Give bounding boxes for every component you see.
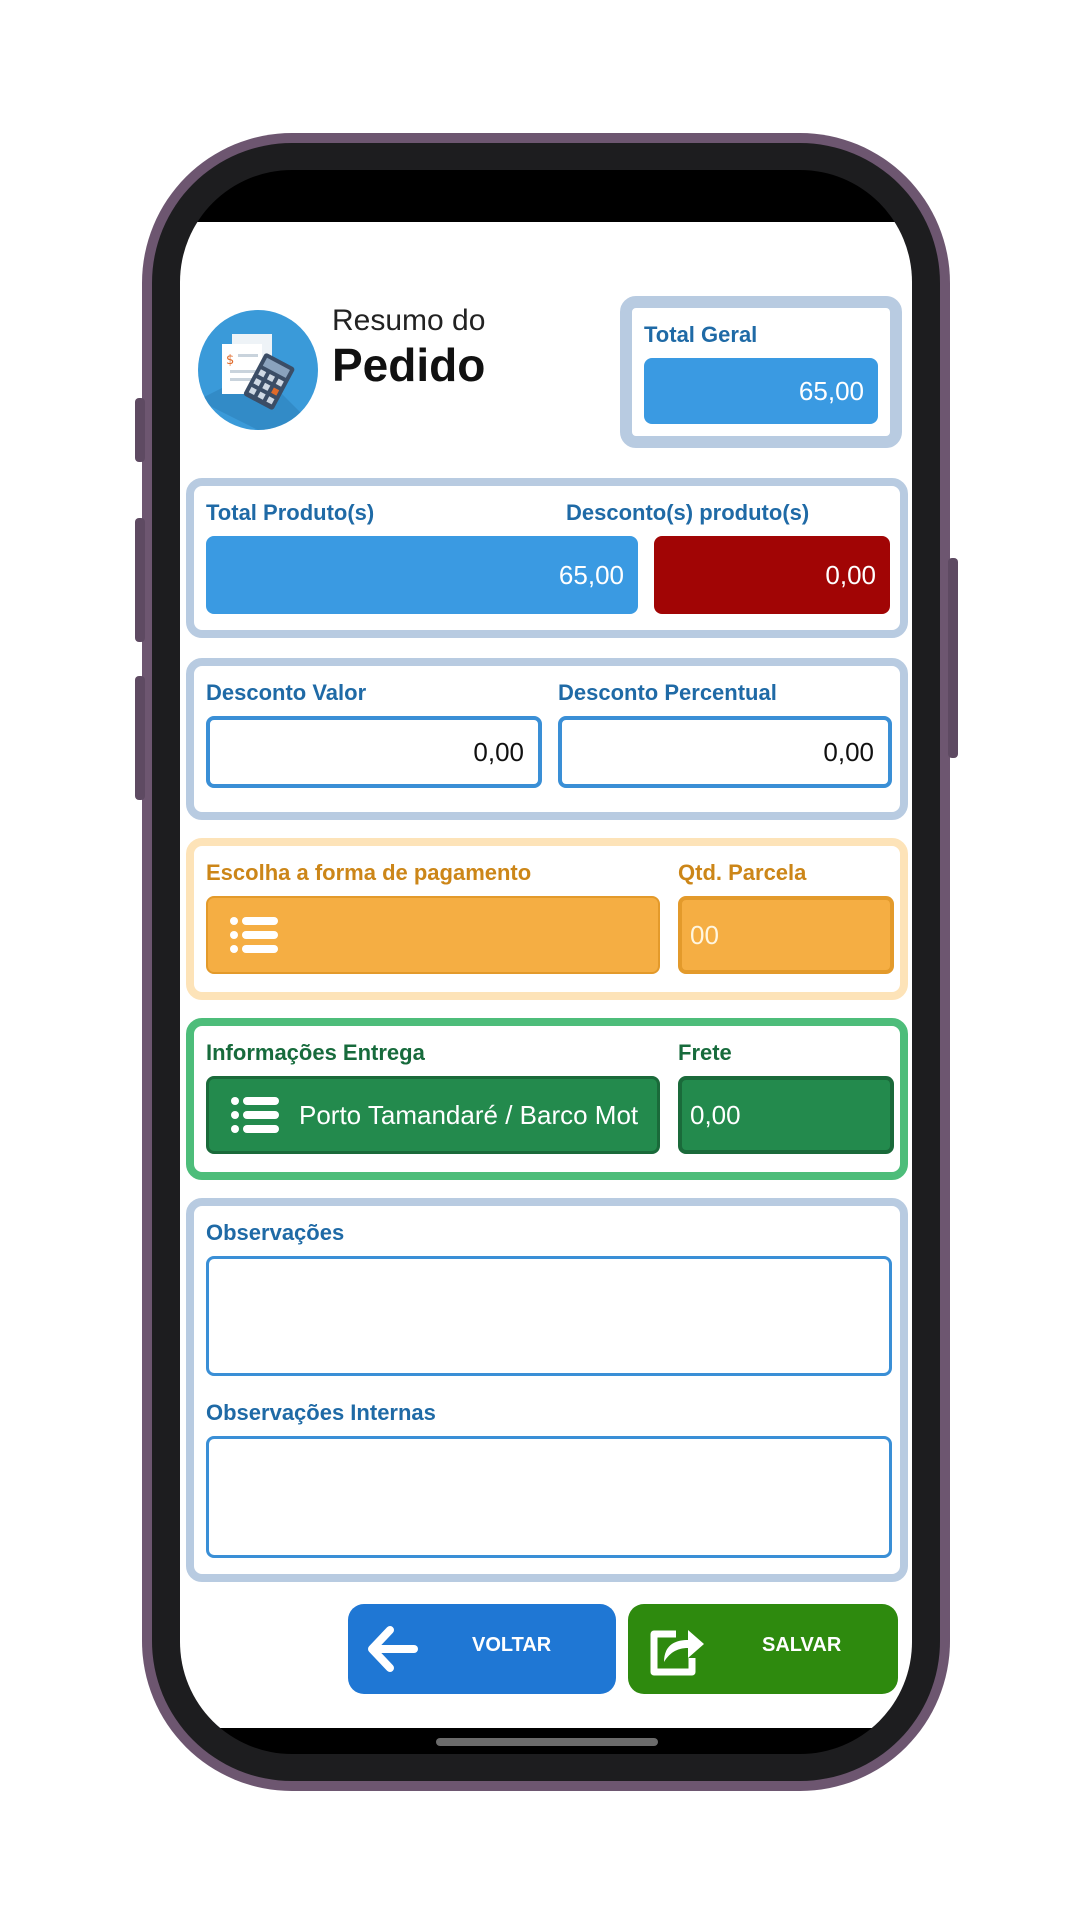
frete-input[interactable]: 0,00 (678, 1076, 894, 1154)
desconto-produtos-label: Desconto(s) produto(s) (566, 500, 810, 525)
desconto-percentual-input[interactable]: 0,00 (558, 716, 892, 788)
observacoes-label: Observações (206, 1220, 345, 1245)
phone-screen: $ Resumo do Pedido Total Geral (180, 170, 912, 1754)
list-icon (231, 1097, 279, 1133)
svg-text:$: $ (226, 353, 234, 368)
phone-side-button (135, 676, 145, 800)
info-entrega-label: Informações Entrega (206, 1040, 425, 1065)
voltar-label: VOLTAR (472, 1634, 552, 1656)
total-geral-label: Total Geral (644, 322, 758, 347)
info-entrega-select[interactable]: Porto Tamandaré / Barco Motor (206, 1076, 660, 1154)
receipt-calculator-icon: $ (198, 334, 318, 430)
forma-pagamento-select[interactable] (206, 896, 660, 974)
voltar-button[interactable]: VOLTAR (348, 1604, 616, 1694)
page-title: Pedido (332, 339, 486, 391)
descontos-panel: Desconto Valor Desconto Percentual 0,00 … (186, 658, 908, 820)
desconto-percentual-label: Desconto Percentual (558, 680, 777, 705)
produtos-panel: Total Produto(s) Desconto(s) produto(s) … (186, 478, 908, 638)
total-geral-panel: Total Geral 65,00 (620, 296, 902, 448)
logo: $ (198, 310, 318, 430)
app-content: $ Resumo do Pedido Total Geral (180, 222, 912, 1728)
observacoes-panel: Observações Observações Internas (186, 1198, 908, 1582)
desconto-valor-label: Desconto Valor (206, 680, 367, 705)
desconto-valor-input[interactable]: 0,00 (206, 716, 542, 788)
desconto-produtos-value: 0,00 (654, 536, 890, 614)
frete-label: Frete (678, 1040, 732, 1065)
salvar-button[interactable]: SALVAR (628, 1604, 898, 1694)
home-indicator[interactable] (436, 1738, 658, 1746)
observacoes-internas-label: Observações Internas (206, 1400, 436, 1425)
observacoes-internas-textarea[interactable] (206, 1436, 892, 1558)
pagamento-panel: Escolha a forma de pagamento Qtd. Parcel… (186, 838, 908, 1000)
share-export-icon (650, 1630, 704, 1676)
qtd-parcela-label: Qtd. Parcela (678, 860, 807, 885)
arrow-left-icon (368, 1626, 418, 1672)
total-produtos-value: 65,00 (206, 536, 638, 614)
info-entrega-value: Porto Tamandaré / Barco Motor (299, 1099, 639, 1130)
phone-side-button (135, 398, 145, 462)
salvar-label: SALVAR (762, 1634, 842, 1656)
page-title-line1: Resumo do (332, 304, 486, 337)
total-produtos-label: Total Produto(s) (206, 500, 375, 525)
entrega-panel: Informações Entrega Frete Porto Tamandar… (186, 1018, 908, 1180)
qtd-parcela-input[interactable]: 00 (678, 896, 894, 974)
observacoes-textarea[interactable] (206, 1256, 892, 1376)
phone-side-button (135, 518, 145, 642)
phone-side-button (948, 558, 958, 758)
forma-pagamento-label: Escolha a forma de pagamento (206, 860, 532, 885)
total-geral-value: 65,00 (644, 358, 878, 424)
list-icon (230, 917, 278, 953)
